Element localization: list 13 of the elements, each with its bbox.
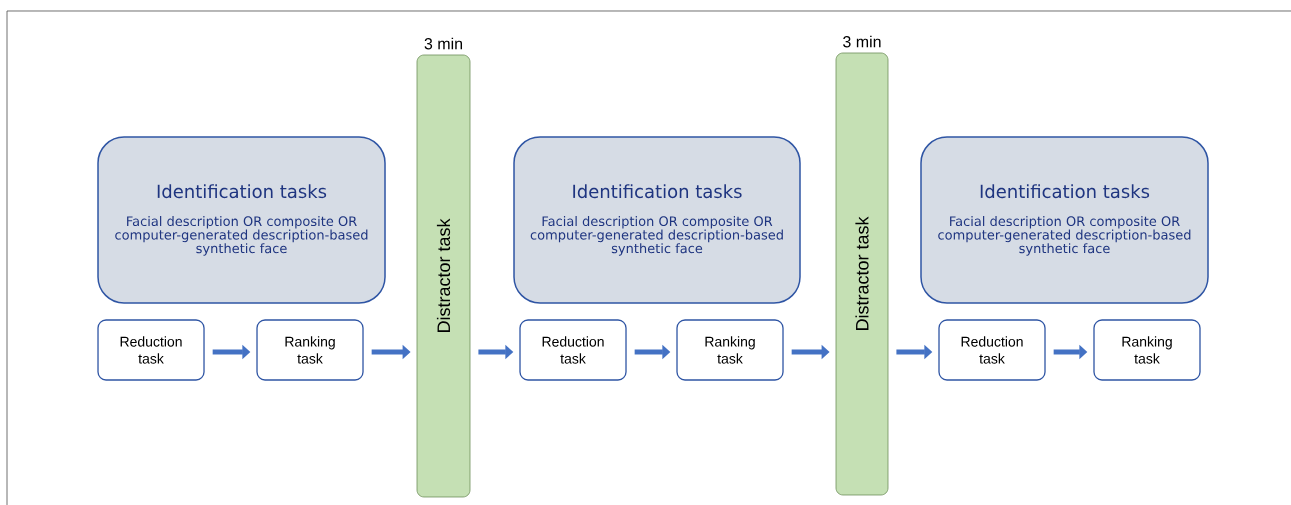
duration-label: 3 min [843,35,881,48]
task-box: Ranking task [1093,319,1201,381]
identification-box: Identification tasks Facial description OR composite OR computer-generated description-based synthetic face [513,136,801,304]
task-box: Reduction task [938,319,1046,381]
duration-label: 3 min [424,37,462,50]
identification-box: Identification tasks Facial description OR composite OR computer-generated description-based synthetic face [920,136,1209,304]
distractor-bar: Distractor task [835,52,889,496]
task-box: Ranking task [676,319,784,381]
task-box: Reduction task [519,319,627,381]
task-box: Reduction task [97,319,205,381]
task-box: Ranking task [256,319,364,381]
identification-box: Identification tasks Facial description OR composite OR computer-generated description-based synthetic face [97,136,386,304]
distractor-bar: Distractor task [416,54,471,498]
